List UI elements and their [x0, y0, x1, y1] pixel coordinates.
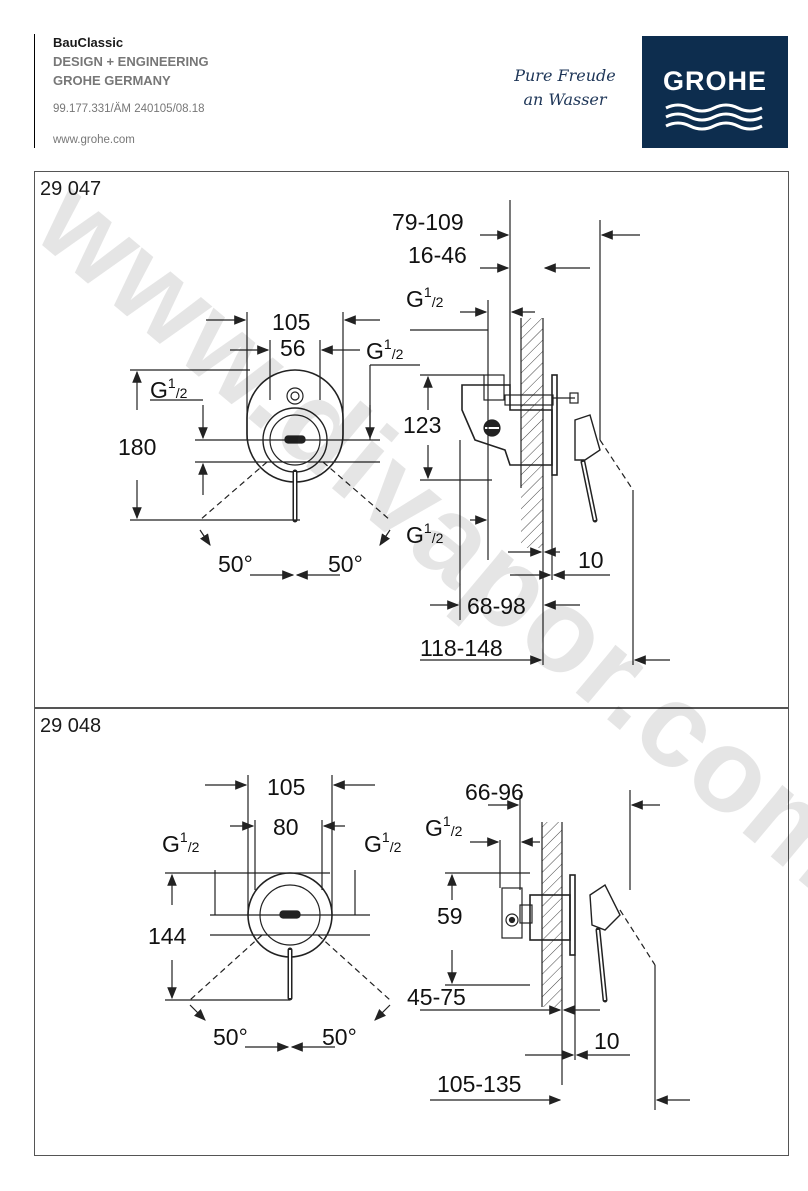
dim-angle-right: 50°: [328, 551, 363, 577]
brand-tagline: Pure Freude an Wasser: [505, 64, 625, 112]
tagline-line-2: an Wasser: [523, 90, 607, 109]
grohe-logo: GROHE: [642, 36, 788, 148]
dim-10: 10: [578, 547, 604, 573]
dim-g-top: G1/2: [406, 284, 444, 312]
p2-side-view: [420, 790, 690, 1110]
drawing-panel-29048: 29 048: [34, 708, 789, 1156]
dimension-labels: 79-109 16-46 G1/2 105 56 G1/2 G1/2 180 1…: [118, 209, 620, 1097]
document-number: 99.177.331/ÄM 240105/08.18: [53, 103, 205, 115]
dim-56: 56: [280, 335, 306, 361]
dim-g-side: G1/2: [425, 813, 463, 841]
dim-g-right: G1/2: [364, 829, 402, 857]
website-link[interactable]: www.grohe.com: [53, 134, 135, 146]
p2-front-view: [165, 775, 391, 1052]
dim-118-148: 118-148: [420, 635, 503, 661]
dim-66-96: 66-96: [465, 779, 524, 805]
dim-16-46: 16-46: [408, 242, 467, 268]
dim-105: 105: [272, 309, 310, 335]
dim-g-left: G1/2: [162, 829, 200, 857]
dim-angle-right: 50°: [322, 1024, 357, 1050]
dim-68-98: 68-98: [467, 593, 526, 619]
dim-g-bottom: G1/2: [406, 520, 444, 548]
tagline-line-1: Pure Freude: [514, 66, 616, 85]
dim-180: 180: [118, 434, 156, 460]
p1-side-view: [410, 200, 670, 665]
dim-59: 59: [437, 903, 463, 929]
product-name: BauClassic: [53, 35, 124, 50]
water-waves-icon: [665, 103, 763, 131]
drawing-panel-29047: 29 047: [34, 171, 789, 708]
panel-label: 29 047: [40, 178, 102, 200]
dim-g-right: G1/2: [366, 336, 404, 364]
dim-45-75: 45-75: [407, 984, 466, 1010]
dim-10: 10: [594, 1028, 620, 1054]
dim-angle-left: 50°: [213, 1024, 248, 1050]
dim-80: 80: [273, 814, 299, 840]
dim-144: 144: [148, 923, 187, 949]
dim-105: 105: [267, 774, 305, 800]
design-engineering-line: DESIGN + ENGINEERING: [53, 54, 209, 69]
dim-79-109: 79-109: [392, 209, 464, 235]
p1-front-view: [130, 312, 420, 580]
logo-brand-text: GROHE: [662, 66, 767, 96]
document-header: BauClassic DESIGN + ENGINEERING GROHE GE…: [34, 34, 209, 148]
grohe-germany-line: GROHE GERMANY: [53, 73, 171, 88]
dim-105-135: 105-135: [437, 1071, 521, 1097]
dim-g-left: G1/2: [150, 375, 188, 403]
dim-123: 123: [403, 412, 441, 438]
panel-label: 29 048: [40, 715, 102, 737]
dim-angle-left: 50°: [218, 551, 253, 577]
